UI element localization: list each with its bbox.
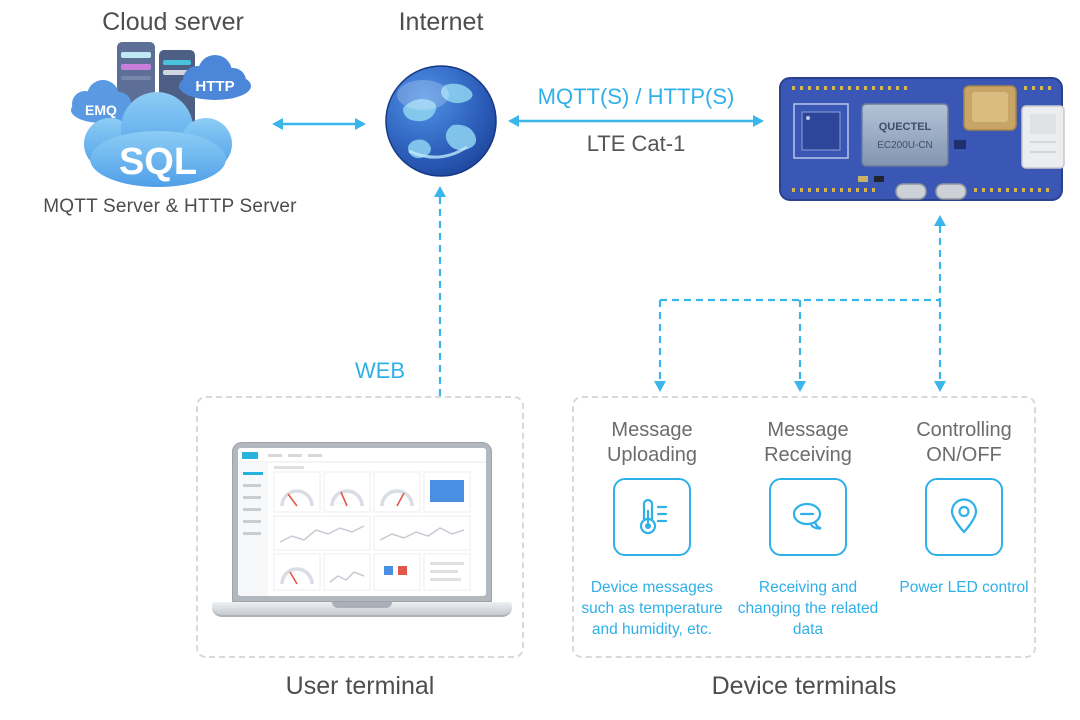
globe-gloss: [397, 80, 449, 110]
emq-cloud-label: EMQ: [85, 102, 117, 118]
usb-c-port: [895, 183, 927, 200]
dashboard-logo: [242, 452, 258, 459]
http-cloud: HTTP: [179, 55, 251, 100]
laptop-notch: [332, 602, 392, 608]
user-terminal-label: User terminal: [285, 672, 435, 700]
device-column-title: Message Receiving: [764, 419, 852, 466]
emq-cloud: EMQ: [71, 80, 133, 123]
antenna-module: [1021, 105, 1065, 169]
pcb-brand-label: QUECTEL: [879, 121, 932, 133]
device-terminals-box: Message Uploading Device messages such a…: [572, 396, 1036, 658]
device-column-description: Device messages such as temperature and …: [581, 579, 723, 638]
laptop-base: [212, 602, 512, 617]
device-column-title: Message Uploading: [606, 419, 698, 466]
pcb-component: [874, 176, 884, 182]
pcb-board: QUECTEL EC200U-CN: [779, 77, 1065, 201]
laptop-dashboard: [238, 448, 486, 596]
laptop-screen: [232, 442, 492, 602]
pcb-ic: [793, 103, 849, 159]
lte-label: LTE Cat-1: [586, 131, 686, 156]
internet-pcb-arrow: [508, 115, 764, 127]
globe-swoosh: [408, 145, 468, 159]
pcb-chip-label: EC200U-CN: [877, 140, 933, 151]
chat-bubble-icon: [769, 478, 847, 556]
thermometer-icon: [613, 478, 691, 556]
device-column-description: Receiving and changing the related data: [737, 579, 879, 638]
pcb-shield-module: QUECTEL EC200U-CN: [861, 103, 949, 167]
internet-globe: [385, 65, 497, 177]
location-pin-icon: [925, 478, 1003, 556]
dashboard-blue-panel: [430, 480, 464, 502]
device-column-message-receiving: Message Receiving Receiving and changing…: [730, 398, 886, 656]
pcb-component: [858, 176, 868, 182]
protocol-label: MQTT(S) / HTTP(S): [537, 84, 735, 109]
device-terminals-label: Device terminals: [711, 672, 897, 700]
pcb-device-arrows: [654, 215, 946, 392]
sim-slot: [963, 85, 1017, 131]
web-label: WEB: [354, 358, 406, 383]
sql-cloud-label: SQL: [119, 141, 197, 183]
cloud-server-title: Cloud server: [102, 8, 244, 36]
http-cloud-label: HTTP: [195, 78, 234, 95]
user-terminal-box: [196, 396, 524, 658]
dashboard-sidebar: [238, 462, 268, 596]
cloud-internet-arrow: [272, 118, 366, 130]
cloud-server-graphic: HTTP EMQ SQL: [71, 42, 251, 187]
laptop-display: [238, 448, 486, 596]
device-column-controlling: Controlling ON/OFF Power LED control: [886, 398, 1042, 656]
device-column-message-uploading: Message Uploading Device messages such a…: [574, 398, 730, 656]
pcb-component: [954, 140, 966, 149]
device-column-title: Controlling ON/OFF: [916, 419, 1012, 466]
cloud-server-caption: MQTT Server & HTTP Server: [43, 196, 297, 217]
device-column-description: Power LED control: [899, 579, 1029, 596]
sql-cloud: SQL: [84, 92, 232, 187]
internet-title: Internet: [398, 8, 484, 36]
usb-c-port: [935, 183, 967, 200]
